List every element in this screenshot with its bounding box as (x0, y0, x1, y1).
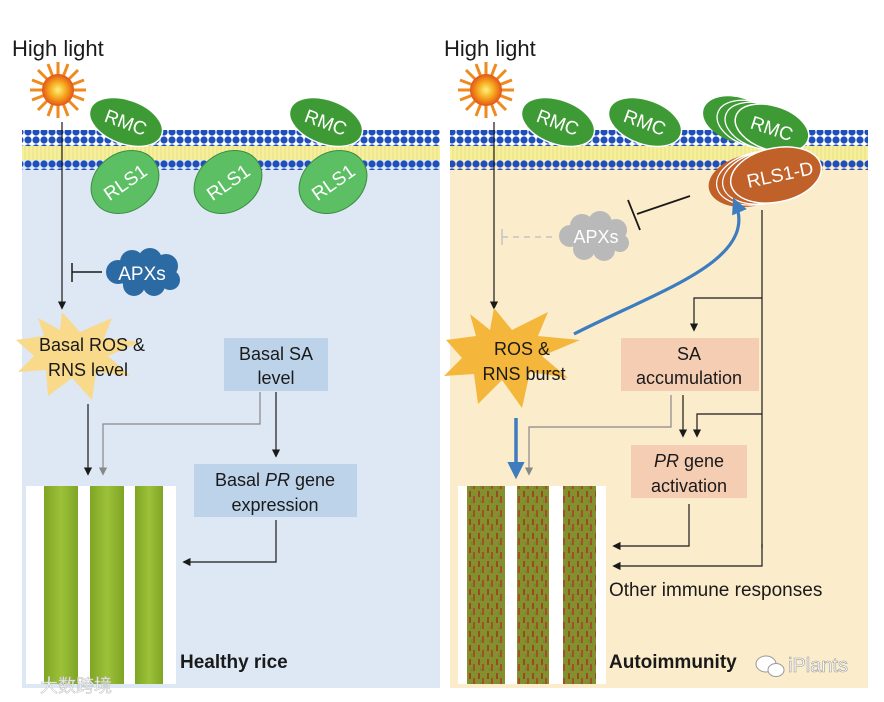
arrow-sa-to-leaf (524, 395, 672, 476)
ros-label: ROS & (494, 339, 550, 359)
sun-icon (458, 62, 514, 118)
ros-burst: ROS & RNS burst (444, 308, 580, 408)
leaf (467, 486, 505, 684)
sun-icon (30, 62, 86, 118)
stimulus-label: High light (12, 36, 104, 61)
pr-gene-box: PR gene activation (631, 445, 747, 498)
leaf (135, 486, 163, 684)
wechat-icon (755, 655, 785, 677)
protein-rmc: RMC (607, 96, 683, 148)
panel-healthy: High light RLS1 RLS1 (12, 36, 440, 688)
protein-rls1-d: RLS1-D (708, 146, 823, 208)
svg-text:APXs: APXs (118, 264, 166, 285)
watermark-right: iPlants (788, 655, 848, 677)
arrow-sa-to-leaf (98, 392, 261, 476)
leaf (563, 486, 596, 684)
ros-label: RNS burst (482, 364, 565, 384)
leaf (517, 486, 549, 684)
phenotype-label: Healthy rice (180, 652, 288, 673)
svg-text:APXs: APXs (573, 227, 618, 247)
svg-text:SA: SA (677, 344, 701, 364)
apxs-inhibition-inactive (501, 229, 556, 245)
arrow-pr-to-leaf (182, 520, 277, 567)
protein-rls1: RLS1 (90, 150, 160, 214)
arrow-rls1d-to-leaf (612, 544, 763, 571)
protein-rmc: RMC (288, 96, 364, 148)
arrow-rls1d-to-pr (692, 413, 762, 438)
ros-label: Basal ROS & (39, 335, 145, 355)
pr-gene-box: Basal PR gene expression (194, 464, 357, 517)
svg-text:PR gene: PR gene (654, 451, 724, 471)
leaf-image-healthy (26, 486, 176, 684)
stimulus-label: High light (444, 36, 536, 61)
apxs-cloud-icon: APXs (106, 248, 180, 296)
protein-rls1: RLS1 (193, 150, 263, 214)
ros-burst: Basal ROS & RNS level (16, 312, 145, 400)
ros-label: RNS level (48, 360, 128, 380)
panel-autoimmune: High light RMC RMC (444, 36, 868, 688)
protein-rmc: RMC (520, 96, 596, 148)
svg-text:accumulation: accumulation (636, 368, 742, 388)
leaf (44, 486, 78, 684)
svg-text:activation: activation (651, 476, 727, 496)
apxs-inhibition (71, 263, 102, 282)
arrow-rls1d-to-sa (689, 297, 762, 332)
svg-text:level: level (257, 368, 294, 388)
protein-rmc: RMC (88, 96, 164, 148)
svg-text:Basal SA: Basal SA (239, 344, 313, 364)
svg-text:expression: expression (231, 495, 318, 515)
sa-box: SA accumulation (621, 338, 759, 391)
leaf (90, 486, 124, 684)
watermark-left: 大数跨境 (40, 676, 112, 696)
protein-rmc-cluster: RMC (703, 96, 810, 153)
protein-rls1: RLS1 (298, 150, 368, 214)
sa-box: Basal SA level (224, 338, 328, 391)
apxs-cloud-icon: APXs (559, 211, 629, 261)
other-responses-label: Other immune responses (609, 580, 822, 601)
svg-text:Basal PR gene: Basal PR gene (215, 470, 335, 490)
rls1d-inhibits-apxs (627, 195, 691, 231)
feedback-arrow (573, 197, 747, 336)
phenotype-label: Autoimmunity (609, 652, 737, 673)
leaf-image-autoimmune (458, 486, 606, 684)
arrow-pr-to-leaf (612, 504, 690, 551)
